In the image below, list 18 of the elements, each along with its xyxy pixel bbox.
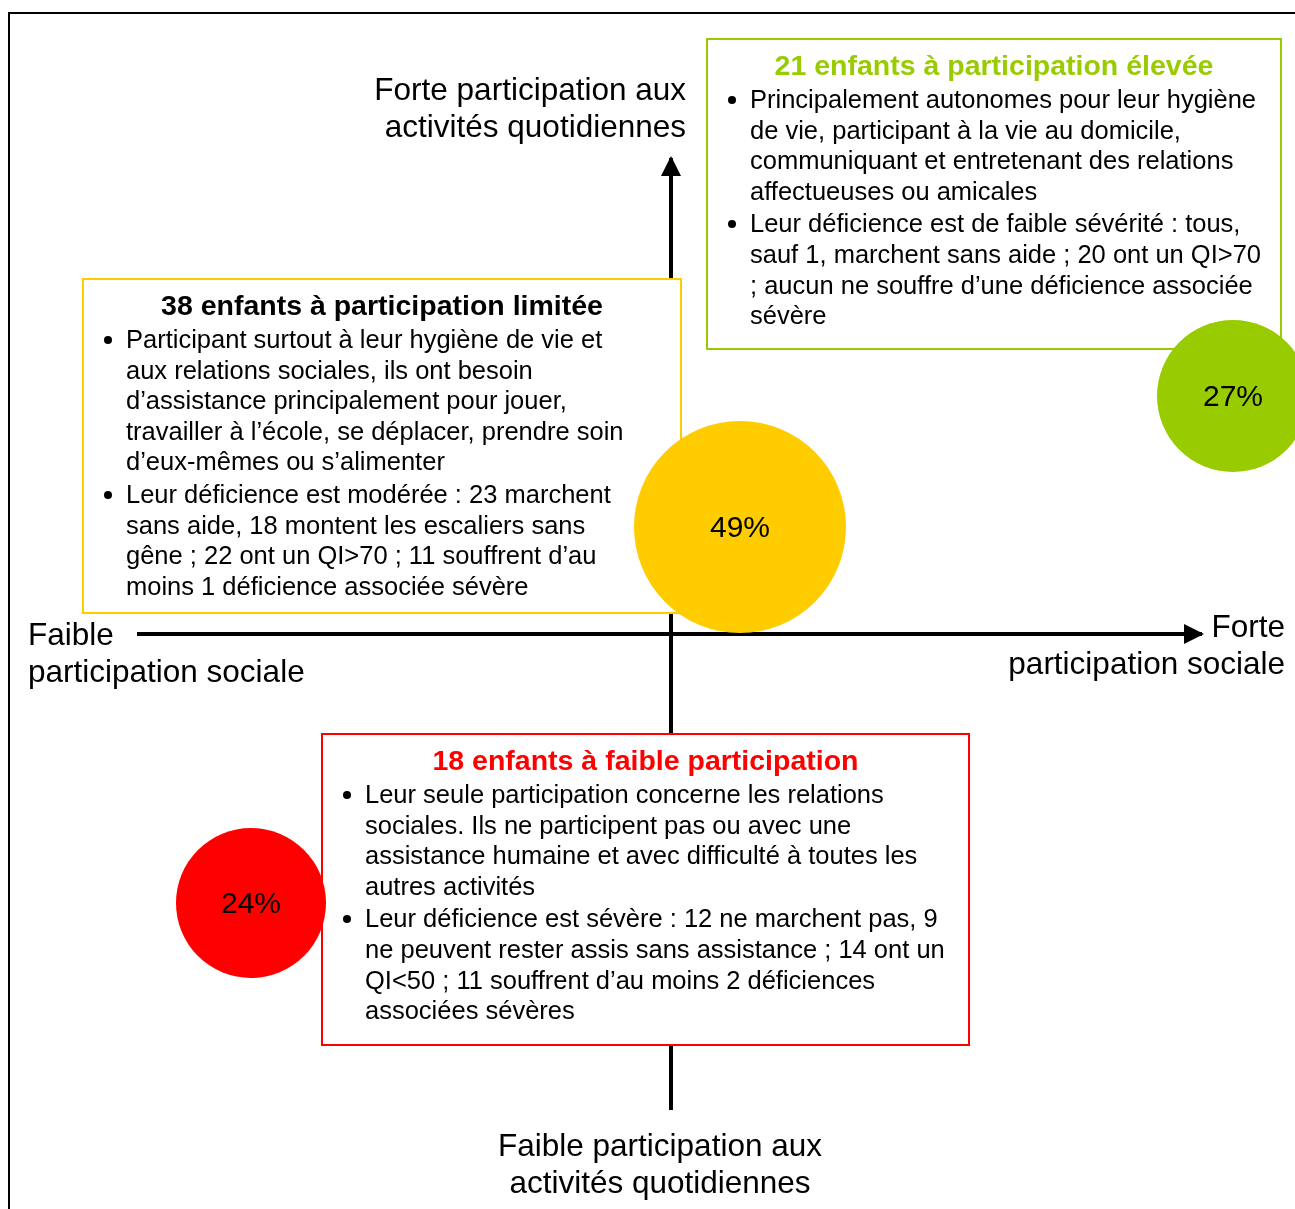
group-card — [82, 278, 682, 614]
group-card — [321, 733, 970, 1046]
card-heading: 38 enfants à participation limitée — [160, 288, 604, 322]
axis-label: Forte participation sociale — [1007, 608, 1285, 682]
bullet-text: Participant surtout à leur hygiène de vie et aux relations sociales, ils ont besoin d’assistance principalement pour jouer, travailler à l’école, se déplacer, prendre soin d’eux-mêmes ou s’alimenter — [126, 325, 624, 476]
percentage-circle: 49% — [634, 421, 846, 633]
percentage-circle: 27% — [1157, 320, 1295, 472]
card-heading: 18 enfants à faible participation — [431, 743, 860, 777]
percentage-circle: 24% — [176, 828, 326, 978]
card-heading: 21 enfants à participation élevée — [773, 48, 1215, 82]
bullet-text: Leur déficience est sévère : 12 ne marchent pas, 9 ne peuvent rester assis sans assistance ; 14 ont un QI<50 ; 11 souffrent d’au moins 2 déficiences associées sévères — [365, 904, 945, 1025]
group-card — [706, 38, 1282, 350]
axis-label: Faible participation sociale — [28, 616, 306, 690]
axis-label: Faible participation aux activités quotidiennes — [497, 1127, 823, 1201]
bullet-text: Leur seule participation concerne les relations sociales. Ils ne participent pas ou avec une assistance humaine et avec difficulté à toutes les autres activités — [365, 780, 918, 900]
bullet-text: Leur déficience est modérée : 23 marchent sans aide, 18 montent les escaliers sans gêne ; 22 ont un QI>70 ; 11 souffrent d’au moins 1 déficience associée sévère — [126, 479, 611, 600]
axis-label: Forte participation aux activités quotidiennes — [373, 71, 686, 145]
bullet-text: Principalement autonomes pour leur hygiène de vie, participant à la vie au domicile, communiquant et entretenant des relations affectueuses ou amicales — [750, 85, 1257, 205]
